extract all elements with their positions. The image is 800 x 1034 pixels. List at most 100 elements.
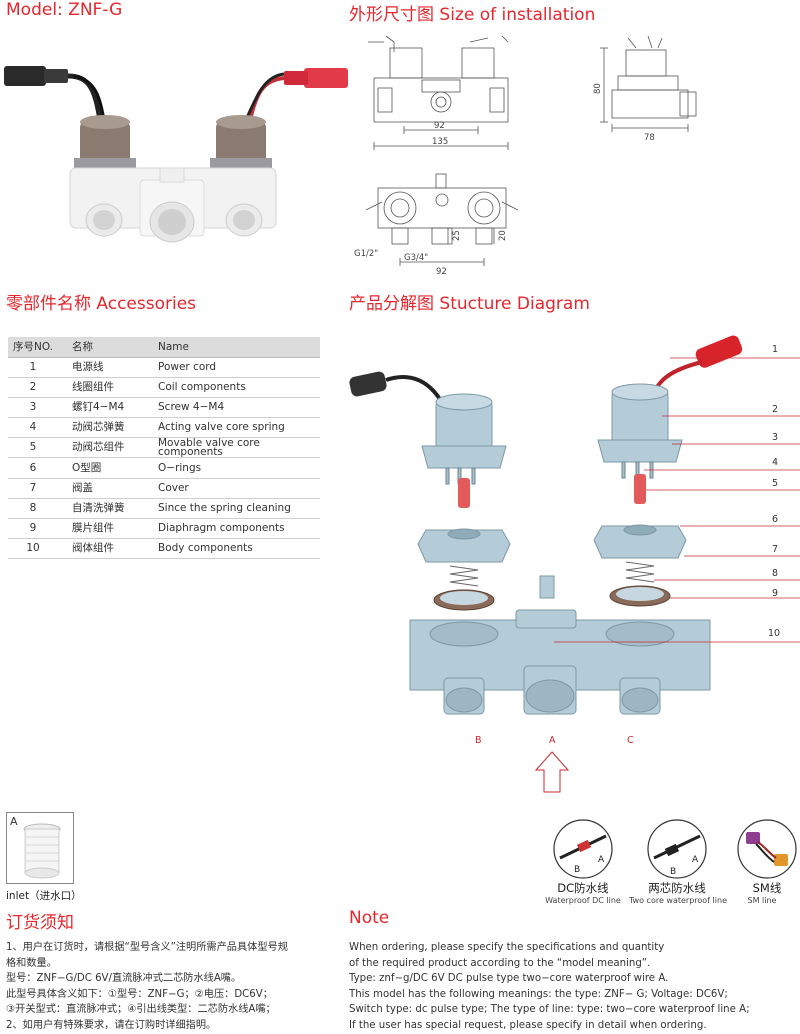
front-view-drawing: 92 135	[368, 35, 509, 150]
cell-no: 8	[8, 498, 60, 520]
table-header-row: 序号NO. 名称 Name	[8, 337, 320, 358]
cell-cn: 螺钉4−M4	[60, 397, 148, 419]
cell-cn: 动阀芯组件	[60, 437, 148, 459]
dc-wire-caption: DC防水线	[557, 881, 609, 895]
callout-10: 10	[768, 628, 780, 639]
inlet-caption: inlet（进水口）	[6, 890, 82, 902]
cell-en: Screw 4−M4	[148, 397, 320, 419]
filter-icon	[23, 823, 61, 879]
callout-3: 3	[772, 432, 778, 443]
two-core-label-b: B	[670, 867, 676, 877]
callout-4: 4	[772, 457, 778, 468]
cell-cn: O型圈	[60, 457, 148, 479]
header-no: 序号NO.	[8, 337, 60, 358]
cell-en: Coil components	[148, 377, 320, 398]
note-line: This model has the following meanings: t…	[349, 988, 728, 1000]
inlet-arrow-icon	[534, 751, 570, 793]
port-b-label: B	[475, 735, 482, 746]
cell-en: O−rings	[148, 457, 320, 479]
note-line: of the required product according to the…	[349, 957, 651, 969]
product-photo	[4, 66, 348, 243]
header-en: Name	[148, 337, 320, 358]
order-cn-line: 格和数量。	[6, 957, 57, 969]
dim-front-total: 135	[432, 137, 448, 147]
cell-en: Diaphragm components	[148, 518, 320, 540]
dim-thread-small: G1/2"	[354, 249, 378, 259]
dim-top-h1: 25	[452, 230, 462, 241]
cell-no: 7	[8, 478, 60, 499]
sm-wire-caption: SM线	[752, 881, 782, 895]
cell-cn: 电源线	[60, 357, 148, 378]
two-core-wire-icon: B A	[647, 819, 707, 879]
inlet-box: A	[6, 812, 74, 884]
note-line: When ordering, please specify the specif…	[349, 942, 665, 953]
callout-2: 2	[772, 404, 778, 415]
cell-en: Acting valve core spring	[148, 417, 320, 439]
dim-thread-big: G3/4"	[404, 253, 428, 263]
order-cn-block: 1、用户在订货时，请根据“型号含义”注明所需产品具体型号规 格和数量。 型号：Z…	[6, 940, 288, 1034]
callout-9: 9	[772, 588, 778, 599]
two-core-wire-subcaption: Two core waterproof line	[629, 896, 727, 905]
note-block: When ordering, please specify the specif…	[349, 940, 750, 1034]
dc-wire-label-b: B	[574, 865, 580, 875]
cell-no: 6	[8, 457, 60, 479]
order-cn-line: 2、如用户有特殊要求，请在订购时详细指明。	[6, 1019, 217, 1031]
black-connector	[4, 66, 106, 121]
cell-no: 10	[8, 538, 60, 560]
top-view-drawing: G1/2" G3/4" 92 25 20	[354, 173, 519, 275]
header-cn: 名称	[60, 337, 148, 358]
callout-1: 1	[772, 344, 778, 355]
cell-en: Cover	[148, 478, 320, 499]
model-title: Model: ZNF-G	[6, 0, 123, 20]
dim-top-h2: 20	[498, 230, 508, 241]
cell-no: 3	[8, 397, 60, 419]
cell-cn: 阀体组件	[60, 538, 148, 560]
cell-cn: 阀盖	[60, 478, 148, 499]
cell-cn: 动阀芯弹簧	[60, 417, 148, 439]
cell-cn: 膜片组件	[60, 518, 148, 540]
callout-7: 7	[772, 544, 778, 555]
cell-en: Since the spring cleaning	[148, 498, 320, 520]
dim-side-width: 78	[644, 133, 655, 143]
note-line: If the user has special request, please …	[349, 1019, 707, 1031]
dim-top-width: 92	[436, 267, 447, 275]
side-view-drawing: 80 78	[593, 35, 697, 143]
dc-wire-label-a: A	[598, 855, 605, 865]
callout-6: 6	[772, 514, 778, 525]
dim-side-height: 80	[593, 83, 603, 94]
note-line: Type: znf−g/DC 6V DC pulse type two−core…	[349, 973, 669, 985]
accessories-heading: 零部件名称 Accessories	[6, 294, 197, 314]
cell-no: 4	[8, 417, 60, 439]
cell-no: 1	[8, 357, 60, 378]
cell-no: 2	[8, 377, 60, 398]
red-connector	[244, 68, 348, 121]
order-cn-line: 1、用户在订货时，请根据“型号含义”注明所需产品具体型号规	[6, 942, 288, 953]
dim-front-inner: 92	[434, 121, 445, 131]
cell-no: 9	[8, 518, 60, 540]
cell-cn: 自清洗弹簧	[60, 498, 148, 520]
inlet-box-letter: A	[10, 815, 18, 828]
dc-waterproof-wire-icon: B A	[553, 819, 613, 879]
order-cn-line: 型号：ZNF−G/DC 6V/直流脉冲式二芯防水线A嘴。	[6, 973, 242, 985]
order-heading-cn: 订货须知	[6, 913, 74, 933]
port-a-label: A	[549, 735, 556, 746]
callout-8: 8	[772, 568, 778, 579]
structure-heading: 产品分解图 Stucture Diagram	[349, 294, 590, 314]
sm-wire-icon	[737, 819, 797, 879]
order-cn-line: ③开关型式：直流脉冲式；④引出线类型：二芯防水线A嘴；	[6, 1004, 276, 1016]
cell-en: Body components	[148, 538, 320, 560]
cell-en: Movable valve core components	[148, 438, 320, 459]
two-core-wire-caption: 两芯防水线	[648, 881, 706, 895]
sm-wire-subcaption: SM line	[747, 896, 777, 905]
cell-en: Power cord	[148, 357, 320, 378]
structure-diagram: 1 2 3 4 5 6 7 8 9 10 B A C	[349, 335, 800, 793]
